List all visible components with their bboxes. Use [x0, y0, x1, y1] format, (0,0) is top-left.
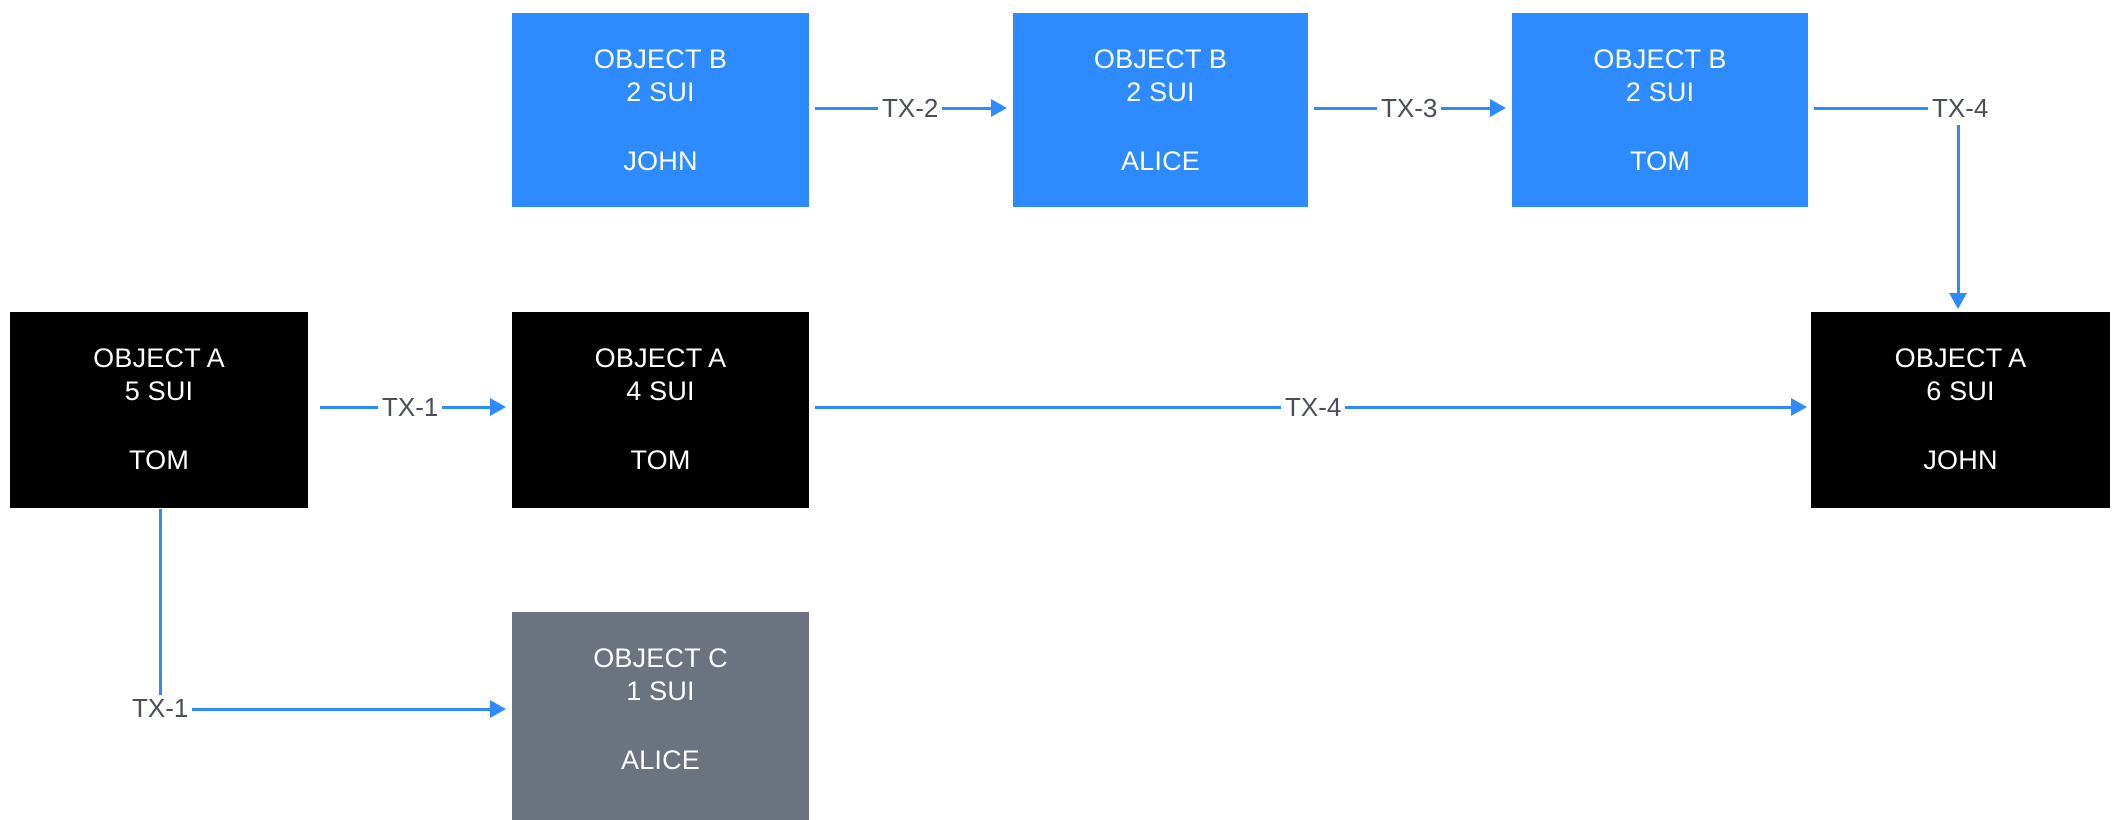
node-object-label: OBJECT B [1593, 44, 1727, 74]
node-object-b-john[interactable]: OBJECT B 2 SUI JOHN [512, 13, 809, 207]
node-amount-label: 2 SUI [1625, 76, 1695, 107]
edge-tx1-c-vline [159, 509, 162, 700]
edge-tx4-b-vline [1957, 125, 1960, 295]
edge-tx4-a-arrowhead [1791, 398, 1807, 416]
node-object-b-tom[interactable]: OBJECT B 2 SUI TOM [1512, 13, 1808, 207]
node-amount-label: 4 SUI [626, 375, 695, 406]
node-owner-label: TOM [128, 444, 190, 475]
node-amount-label: 1 SUI [626, 675, 695, 706]
node-object-a-4sui-tom[interactable]: OBJECT A 4 SUI TOM [512, 312, 809, 508]
node-object-a-6sui-john[interactable]: OBJECT A 6 SUI JOHN [1811, 312, 2110, 508]
edge-tx1-a-arrowhead [490, 398, 506, 416]
edge-tx2-arrowhead [991, 99, 1007, 117]
node-object-label: OBJECT A [1894, 343, 2027, 373]
edge-tx4-b-arrowhead [1949, 293, 1967, 309]
edge-tx1-a-label: TX-1 [378, 394, 443, 420]
node-owner-label: JOHN [623, 145, 698, 176]
edge-tx1-c-label: TX-1 [128, 695, 193, 721]
node-owner-label: JOHN [1923, 444, 1998, 475]
node-object-b-alice[interactable]: OBJECT B 2 SUI ALICE [1013, 13, 1308, 207]
node-object-label: OBJECT A [93, 343, 225, 373]
edge-tx3-arrowhead [1490, 99, 1506, 117]
node-amount-label: 6 SUI [1926, 375, 1995, 406]
node-object-label: OBJECT C [593, 643, 728, 673]
node-owner-label: ALICE [1120, 145, 1201, 176]
node-owner-label: ALICE [620, 744, 701, 775]
edge-tx3-label: TX-3 [1377, 95, 1442, 121]
edge-tx2-label: TX-2 [878, 95, 943, 121]
edge-tx1-c-hline [192, 708, 492, 711]
node-object-label: OBJECT A [594, 343, 727, 373]
node-object-label: OBJECT B [593, 44, 728, 74]
node-owner-label: TOM [630, 444, 691, 475]
edge-tx4-b-hline [1814, 107, 1929, 110]
edge-tx4-b-label: TX-4 [1928, 95, 1993, 121]
node-object-label: OBJECT B [1093, 44, 1228, 74]
edge-tx1-c-arrowhead [490, 700, 506, 718]
node-owner-label: TOM [1629, 145, 1691, 176]
edge-tx4-a-label: TX-4 [1281, 394, 1346, 420]
node-amount-label: 5 SUI [124, 375, 194, 406]
node-amount-label: 2 SUI [626, 76, 695, 107]
node-amount-label: 2 SUI [1126, 76, 1195, 107]
node-object-a-5sui-tom[interactable]: OBJECT A 5 SUI TOM [10, 312, 308, 508]
node-object-c-alice[interactable]: OBJECT C 1 SUI ALICE [512, 612, 809, 820]
